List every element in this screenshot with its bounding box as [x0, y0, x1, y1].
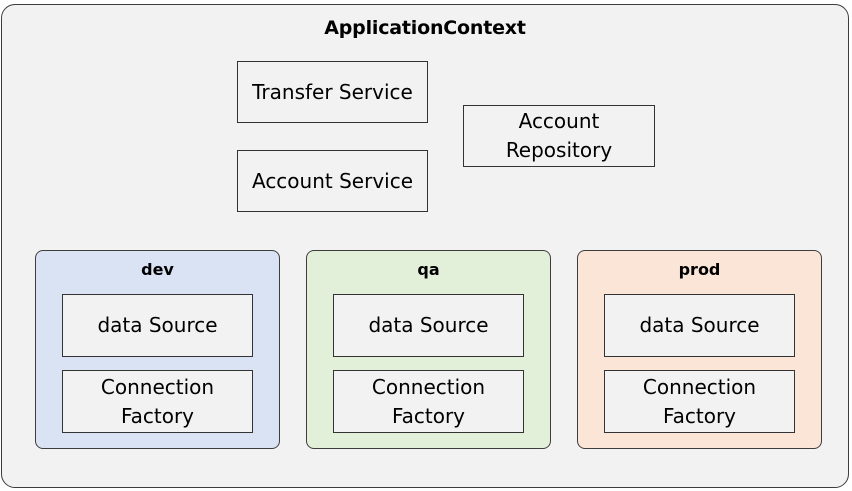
qa-connection-factory-box: Connection Factory [333, 370, 524, 433]
prod-connection-factory-box: Connection Factory [604, 370, 795, 433]
dev-connection-factory-box: Connection Factory [62, 370, 253, 433]
account-repository-label: Account Repository [505, 109, 613, 162]
dev-data-source-label: data Source [97, 313, 218, 337]
dev-connection-factory-label: Connection Factory [100, 374, 215, 428]
transfer-service-box: Transfer Service [237, 61, 428, 123]
qa-connection-factory-label: Connection Factory [371, 374, 486, 428]
prod-connection-factory-label: Connection Factory [642, 374, 757, 428]
account-service-label: Account Service [251, 168, 414, 193]
qa-data-source-label: data Source [368, 313, 489, 337]
profile-qa-title: qa [417, 260, 440, 279]
application-context-title: ApplicationContext [324, 17, 526, 39]
account-repository-box: Account Repository [463, 105, 655, 167]
prod-data-source-label: data Source [639, 313, 760, 337]
profile-prod-title: prod [678, 260, 721, 279]
transfer-service-label: Transfer Service [252, 79, 413, 104]
account-service-box: Account Service [237, 150, 428, 212]
prod-data-source-box: data Source [604, 294, 795, 357]
profile-dev-title: dev [141, 260, 174, 279]
qa-data-source-box: data Source [333, 294, 524, 357]
dev-data-source-box: data Source [62, 294, 253, 357]
